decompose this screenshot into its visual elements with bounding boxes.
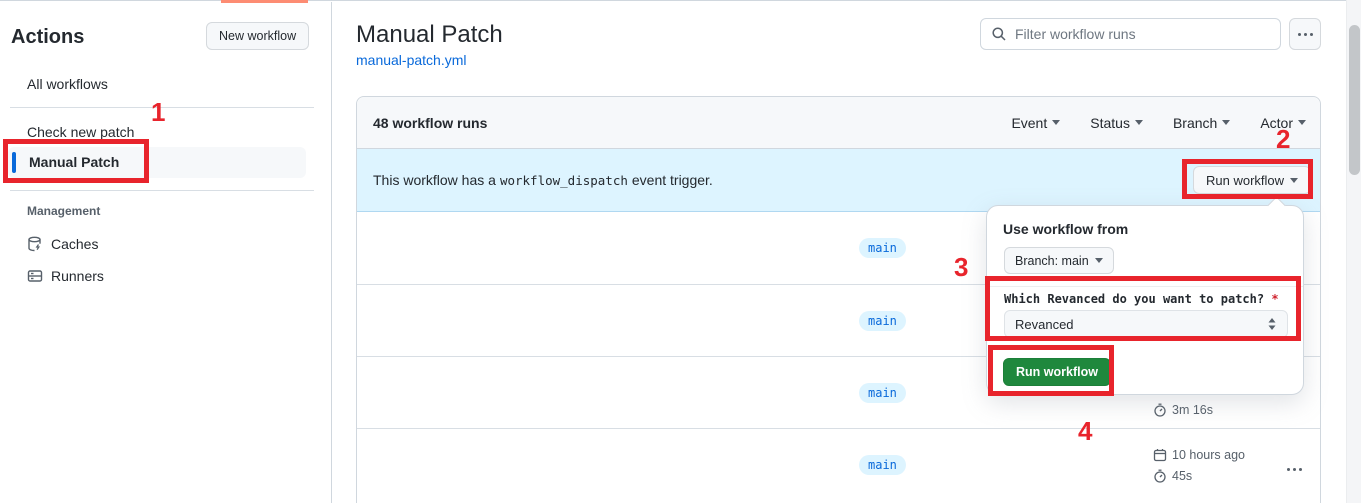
branch-badge[interactable]: main (859, 311, 906, 331)
search-icon (991, 26, 1007, 42)
duration-text: 45s (1172, 469, 1193, 483)
runs-count: 48 workflow runs (373, 114, 488, 131)
run-workflow-submit-button[interactable]: Run workflow (1003, 358, 1111, 386)
branch-badge[interactable]: main (859, 238, 906, 258)
sidebar-item-caches[interactable]: Caches (27, 236, 98, 252)
button-label: Branch: main (1015, 253, 1089, 268)
sidebar-section-divider (10, 107, 314, 108)
sidebar-item-check-new-patch[interactable]: Check new patch (27, 124, 135, 140)
filter-event[interactable]: Event (1011, 114, 1061, 131)
chevron-down-icon (1298, 120, 1306, 125)
calendar-icon (1153, 448, 1167, 462)
new-workflow-button[interactable]: New workflow (206, 22, 310, 50)
workflow-run-row[interactable]: main (357, 284, 1320, 356)
stopwatch-icon (1153, 403, 1167, 417)
filter-branch[interactable]: Branch (1172, 114, 1231, 131)
branch-badge[interactable]: main (859, 455, 906, 475)
banner-text: event trigger. (631, 172, 713, 188)
workflow-run-row[interactable]: main (357, 212, 1320, 284)
runners-server-icon (27, 268, 43, 284)
page-title: Manual Patch (356, 21, 503, 48)
filter-label: Branch (1172, 114, 1218, 131)
workflow-file-link[interactable]: manual-patch.yml (356, 52, 467, 68)
branch-selector-button[interactable]: Branch: main (1004, 247, 1114, 274)
banner-code: workflow_dispatch (499, 172, 628, 188)
chevron-down-icon (1052, 120, 1061, 125)
required-asterisk: * (1271, 292, 1279, 306)
scrollbar-track[interactable] (1346, 0, 1361, 503)
chevron-down-icon (1094, 258, 1103, 263)
chevron-down-icon (1222, 120, 1231, 125)
workflow-run-row[interactable]: main 10 hours ago 45s (357, 428, 1320, 500)
cache-database-icon (27, 236, 43, 252)
duration-text: 3m 16s (1172, 403, 1213, 417)
run-duration: 3m 16s (1153, 403, 1213, 417)
search-input[interactable] (1015, 26, 1270, 42)
selected-accent-bar (12, 152, 16, 173)
filter-status[interactable]: Status (1090, 115, 1143, 131)
sidebar-item-manual-patch[interactable]: Manual Patch (8, 147, 306, 178)
kebab-horizontal-icon (1286, 467, 1302, 471)
filter-label: Status (1090, 114, 1130, 131)
chevron-down-icon (1290, 177, 1299, 183)
sidebar-divider (331, 2, 332, 503)
filter-label: Actor (1260, 114, 1293, 131)
select-updown-icon (1267, 317, 1277, 331)
runs-list-header: 48 workflow runs Event Status Branch Act… (357, 97, 1320, 149)
revanced-select[interactable]: Revanced (1004, 310, 1288, 338)
run-time: 10 hours ago (1153, 448, 1245, 462)
top-border (0, 0, 1361, 1)
sidebar-item-label: Caches (51, 236, 99, 252)
run-options-button[interactable] (1282, 461, 1306, 477)
dialog-title: Use workflow from (1003, 221, 1129, 237)
banner-text: This workflow has a (373, 172, 496, 188)
run-workflow-dialog: Use workflow from Branch: main Which Rev… (986, 196, 1304, 395)
label-text: Which Revanced do you want to patch? (1004, 292, 1265, 306)
runs-filters: Event Status Branch Actor (1011, 115, 1306, 131)
button-label: Run workflow (1206, 172, 1285, 188)
sidebar-item-label: Manual Patch (29, 154, 120, 170)
filter-actor[interactable]: Actor (1260, 115, 1306, 131)
stopwatch-icon (1153, 469, 1167, 483)
run-duration: 45s (1153, 469, 1192, 483)
sidebar-item-label: Runners (51, 268, 104, 284)
sidebar-title: Actions (11, 26, 85, 48)
actions-tab-underline (221, 0, 308, 3)
workflow-runs-panel: 48 workflow runs Event Status Branch Act… (356, 96, 1321, 503)
sidebar-section-divider (10, 190, 314, 191)
workflow-input-label: Which Revanced do you want to patch? * (1004, 292, 1279, 306)
management-section-label: Management (27, 204, 101, 218)
filter-label: Event (1011, 114, 1048, 131)
branch-badge[interactable]: main (859, 383, 906, 403)
workflow-dispatch-banner: This workflow has a workflow_dispatch ev… (357, 149, 1320, 212)
dialog-divider (987, 286, 1303, 287)
selected-option: Revanced (1015, 316, 1074, 332)
sidebar-item-all-workflows[interactable]: All workflows (27, 76, 108, 92)
run-workflow-dropdown-button[interactable]: Run workflow (1193, 166, 1312, 194)
workflow-run-row[interactable]: main 3m 16s (357, 356, 1320, 428)
annotation-number-1: 1 (151, 97, 166, 127)
sidebar-item-runners[interactable]: Runners (27, 268, 104, 284)
time-text: 10 hours ago (1172, 448, 1245, 462)
more-options-button[interactable] (1289, 18, 1321, 50)
scrollbar-thumb[interactable] (1349, 25, 1360, 175)
filter-runs-searchbox[interactable] (980, 18, 1281, 50)
kebab-horizontal-icon (1297, 32, 1313, 36)
chevron-down-icon (1134, 120, 1143, 125)
